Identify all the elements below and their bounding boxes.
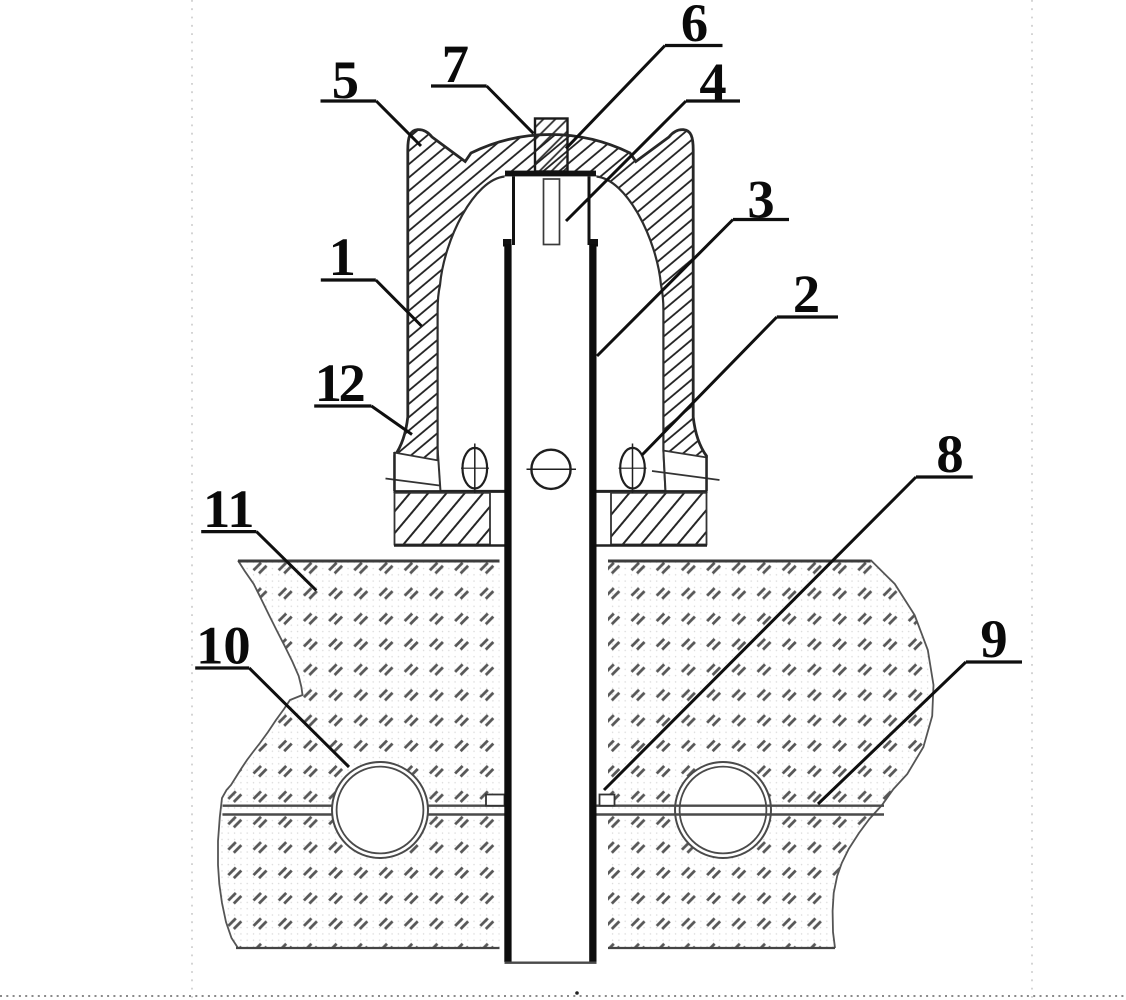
svg-text:9: 9 xyxy=(980,608,1007,669)
svg-text:8: 8 xyxy=(936,423,963,484)
svg-text:6: 6 xyxy=(681,0,708,53)
svg-text:1: 1 xyxy=(329,226,356,287)
svg-text:2: 2 xyxy=(793,263,820,324)
svg-text:4: 4 xyxy=(699,51,726,112)
svg-text:7: 7 xyxy=(442,33,469,94)
svg-text:5: 5 xyxy=(332,49,359,110)
svg-text:12: 12 xyxy=(315,352,364,413)
svg-text:11: 11 xyxy=(203,478,255,539)
svg-text:10: 10 xyxy=(196,615,251,676)
svg-text:3: 3 xyxy=(747,169,774,230)
